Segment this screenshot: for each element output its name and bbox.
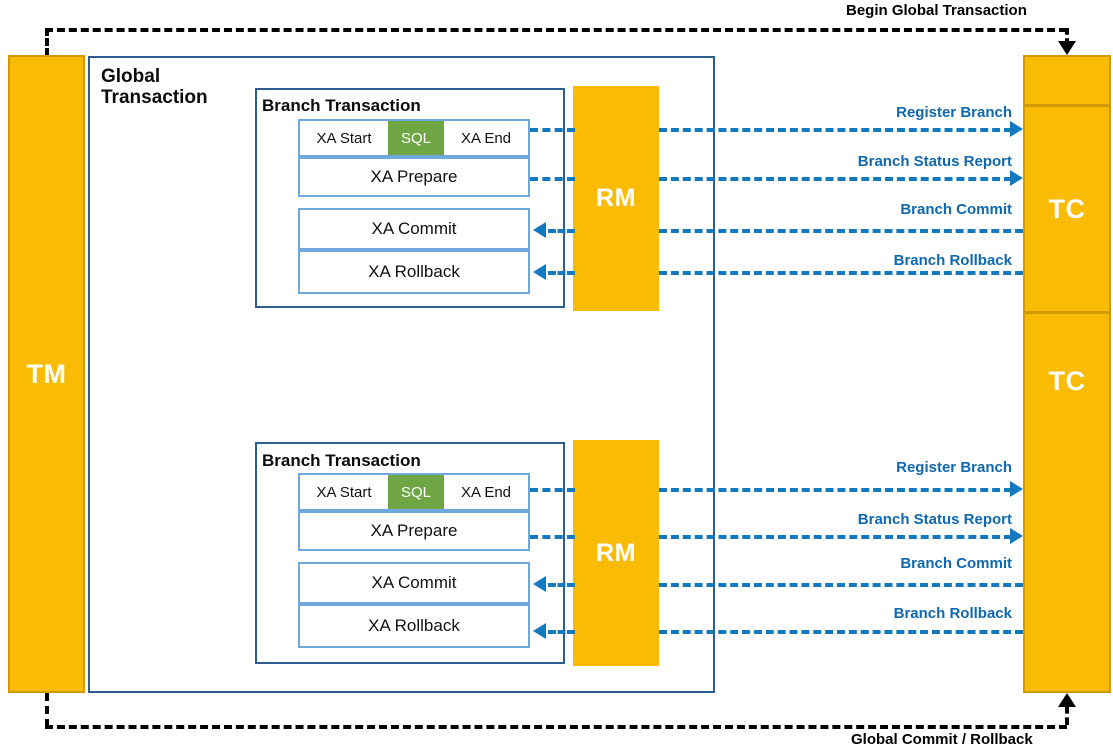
participant-tm-label: TM xyxy=(26,358,67,389)
xa-rollback-cell-2[interactable]: XA Rollback xyxy=(298,604,530,648)
global-commit-rollback-tm-stub xyxy=(45,693,49,727)
flow-branch-commit-1-arrowhead xyxy=(533,222,546,238)
sql-cell-1[interactable]: SQL xyxy=(388,121,444,155)
branch-transaction-container-1 xyxy=(255,88,565,308)
xa-prepare-cell-1[interactable]: XA Prepare xyxy=(298,157,530,197)
flow-branch-rollback-2-left xyxy=(548,630,575,634)
flow-branch-commit-2-arrowhead xyxy=(533,576,546,592)
begin-global-transaction-tc-stub xyxy=(1065,28,1069,45)
xa-rollback-cell-1[interactable]: XA Rollback xyxy=(298,250,530,294)
begin-global-transaction-line xyxy=(45,28,1067,32)
flow-branch-commit-2-right xyxy=(659,583,1023,587)
flow-branch-rollback-1-right xyxy=(659,271,1023,275)
participant-rm-2[interactable]: RM xyxy=(573,440,659,666)
global-commit-rollback-label: Global Commit / Rollback xyxy=(851,731,1033,748)
flow-register-branch-1-arrowhead xyxy=(1010,121,1023,137)
participant-rm-1[interactable]: RM xyxy=(573,86,659,311)
flow-register-branch-2-arrowhead xyxy=(1010,481,1023,497)
participant-tc-2-label: TC xyxy=(1048,366,1086,396)
branch-transaction-title-2: Branch Transaction xyxy=(262,451,421,470)
xa-start-cell-1[interactable]: XA Start xyxy=(300,121,388,155)
flow-branch-commit-1-label: Branch Commit xyxy=(900,201,1012,218)
flow-branch-rollback-2-label: Branch Rollback xyxy=(893,605,1012,622)
xa-start-sql-end-row-2: XA Start SQL XA End xyxy=(298,473,530,511)
xa-commit-cell-1[interactable]: XA Commit xyxy=(298,208,530,250)
sql-cell-2[interactable]: SQL xyxy=(388,475,444,509)
flow-register-branch-1-label: Register Branch xyxy=(896,104,1012,121)
branch-transaction-title-1: Branch Transaction xyxy=(262,96,421,115)
flow-register-branch-2-label: Register Branch xyxy=(896,459,1012,476)
participant-tc-1[interactable]: TC xyxy=(1023,105,1111,313)
flow-register-branch-2-left xyxy=(530,488,575,492)
flow-branch-commit-1-right xyxy=(659,229,1023,233)
global-transaction-container xyxy=(88,56,715,693)
global-transaction-title: Global Transaction xyxy=(101,66,261,109)
flow-register-branch-2-right xyxy=(659,488,1012,492)
begin-global-transaction-label: Begin Global Transaction xyxy=(846,2,1027,19)
flow-register-branch-1-right xyxy=(659,128,1012,132)
global-commit-rollback-line xyxy=(45,725,1067,729)
xa-prepare-cell-2[interactable]: XA Prepare xyxy=(298,511,530,551)
global-transaction-title-line2: Transaction xyxy=(101,87,208,109)
flow-branch-rollback-1-arrowhead xyxy=(533,264,546,280)
flow-branch-commit-2-left xyxy=(548,583,575,587)
global-commit-rollback-tc-stub xyxy=(1065,706,1069,725)
flow-branch-status-report-2-left xyxy=(530,535,575,539)
flow-branch-status-report-1-arrowhead xyxy=(1010,170,1023,186)
flow-branch-status-report-2-label: Branch Status Report xyxy=(857,511,1012,528)
participant-tc-segment-top[interactable] xyxy=(1023,55,1111,106)
flow-branch-status-report-1-left xyxy=(530,177,575,181)
xa-start-sql-end-row-1: XA Start SQL XA End xyxy=(298,119,530,157)
global-commit-rollback-arrowhead xyxy=(1058,693,1076,707)
participant-tm[interactable]: TM xyxy=(8,55,85,693)
flow-branch-commit-1-left xyxy=(548,229,575,233)
xa-end-cell-1[interactable]: XA End xyxy=(444,121,528,155)
branch-transaction-container-2 xyxy=(255,442,565,664)
flow-branch-rollback-2-arrowhead xyxy=(533,623,546,639)
xa-end-cell-2[interactable]: XA End xyxy=(444,475,528,509)
begin-global-transaction-arrowhead xyxy=(1058,41,1076,55)
begin-global-transaction-tm-stub xyxy=(45,28,49,56)
flow-branch-rollback-1-label: Branch Rollback xyxy=(893,252,1012,269)
participant-rm-1-label: RM xyxy=(596,184,636,212)
flow-branch-status-report-1-label: Branch Status Report xyxy=(857,153,1012,170)
xa-start-cell-2[interactable]: XA Start xyxy=(300,475,388,509)
xa-commit-cell-2[interactable]: XA Commit xyxy=(298,562,530,604)
participant-tc-2[interactable]: TC xyxy=(1023,312,1111,693)
global-transaction-title-line1: Global xyxy=(101,66,161,87)
participant-rm-2-label: RM xyxy=(596,538,636,567)
flow-branch-rollback-1-left xyxy=(548,271,575,275)
flow-branch-rollback-2-right xyxy=(659,630,1023,634)
flow-branch-commit-2-label: Branch Commit xyxy=(900,555,1012,572)
participant-tc-1-label: TC xyxy=(1048,193,1086,224)
flow-branch-status-report-1-right xyxy=(659,177,1012,181)
flow-register-branch-1-left xyxy=(530,128,575,132)
flow-branch-status-report-2-arrowhead xyxy=(1010,528,1023,544)
flow-branch-status-report-2-right xyxy=(659,535,1012,539)
